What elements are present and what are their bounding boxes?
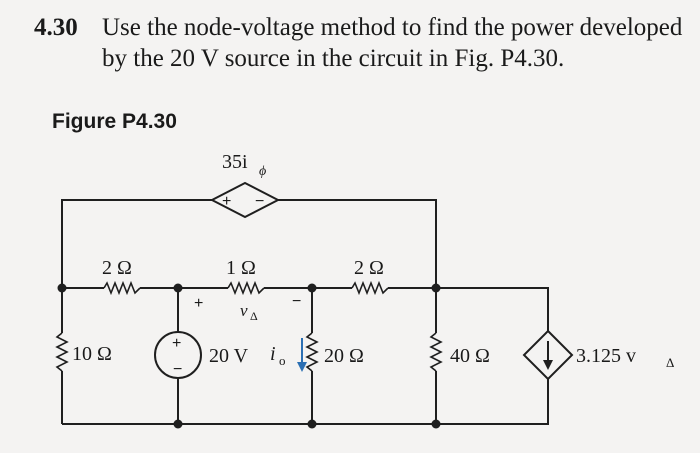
io-symbol: i — [270, 343, 276, 365]
vdelta-symbol: v — [240, 301, 248, 320]
ground-node-2 — [307, 419, 317, 429]
resistor-1-ohm-label: 1 Ω — [226, 257, 256, 279]
resistor-40-ohm: 40 Ω — [429, 332, 490, 372]
dependent-voltage-source: + − 35i ϕ — [209, 151, 281, 219]
circuit-nodes — [57, 283, 441, 429]
problem-number: 4.30 — [34, 14, 78, 41]
circuit-wires — [61, 199, 549, 425]
dvs-minus: − — [255, 193, 264, 210]
resistor-20-ohm-label: 20 Ω — [324, 345, 364, 367]
dcs-label: 3.125 v — [576, 345, 636, 367]
voltage-source-20v: + − 20 V — [154, 331, 249, 379]
dcs-subscript: Δ — [666, 355, 674, 370]
ground-node-3 — [431, 419, 441, 429]
node-left — [57, 283, 67, 293]
resistor-10-ohm-label: 10 Ω — [72, 343, 112, 365]
vs-label: 20 V — [209, 345, 249, 367]
figure-label: Figure P4.30 — [52, 110, 177, 133]
node-1 — [173, 283, 183, 293]
resistor-2-ohm-right-label: 2 Ω — [354, 257, 384, 279]
node-2 — [307, 283, 317, 293]
vdelta-subscript: Δ — [250, 309, 258, 323]
ground-node-1 — [173, 419, 183, 429]
vdelta-plus: + — [194, 295, 203, 312]
dvs-subscript: ϕ — [259, 164, 266, 179]
node-3 — [431, 283, 441, 293]
resistor-40-ohm-label: 40 Ω — [450, 345, 490, 367]
dvs-plus: + — [222, 193, 231, 210]
resistor-10-ohm: 10 Ω — [55, 332, 112, 372]
dvs-label: 35i — [222, 151, 248, 173]
vs-minus: − — [173, 361, 182, 378]
io-subscript: o — [279, 353, 286, 368]
resistor-1-ohm: 1 Ω — [226, 257, 265, 296]
vdelta-annotation: + v Δ − — [194, 293, 301, 323]
vs-plus: + — [172, 335, 181, 352]
dependent-current-source: 3.125 v Δ — [522, 329, 674, 381]
resistor-20-ohm: 20 Ω — [305, 332, 364, 372]
resistor-2-ohm-left-label: 2 Ω — [102, 257, 132, 279]
resistor-2-ohm-right: 2 Ω — [351, 257, 389, 296]
vdelta-minus: − — [292, 293, 301, 310]
current-io-annotation: i o — [270, 338, 307, 372]
problem-text: Use the node-voltage method to find the … — [102, 14, 683, 72]
resistor-2-ohm-left: 2 Ω — [102, 257, 141, 296]
problem-statement: 4.30 Use the node-voltage method to find… — [34, 12, 684, 74]
